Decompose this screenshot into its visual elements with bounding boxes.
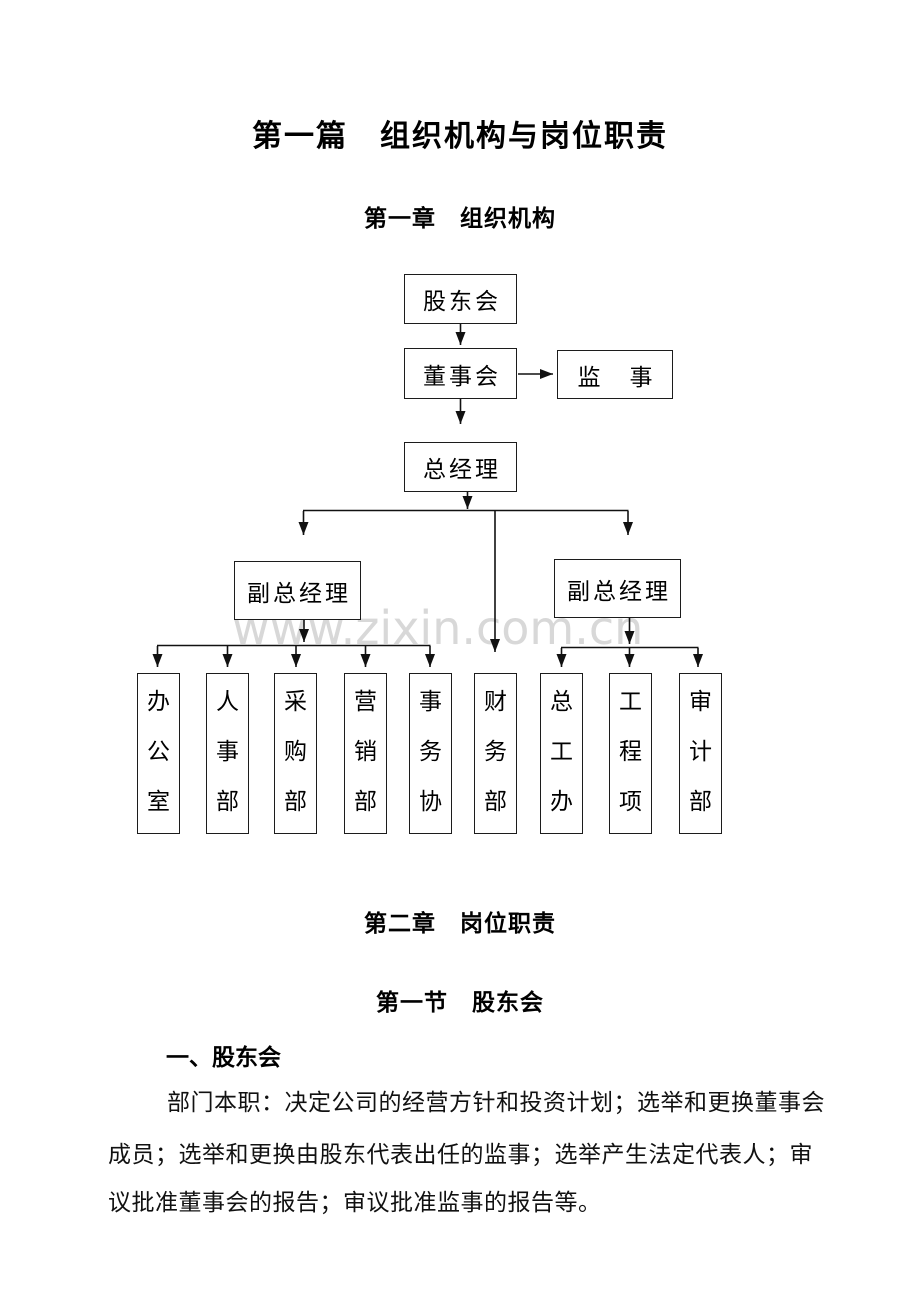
department-box: 办公室 bbox=[137, 673, 180, 834]
body-paragraph-line: 部门本职：决定公司的经营方针和投资计划；选举和更换董事会 bbox=[167, 1090, 825, 1115]
department-box: 总工办 bbox=[540, 673, 583, 834]
section-heading: 第一节 股东会 bbox=[376, 990, 544, 1015]
subsection-heading: 一、股东会 bbox=[166, 1045, 281, 1070]
department-box: 人事部 bbox=[206, 673, 249, 834]
department-box: 财务部 bbox=[474, 673, 517, 834]
page-title: 第一篇 组织机构与岗位职责 bbox=[252, 120, 668, 153]
chapter-heading-2: 第二章 岗位职责 bbox=[364, 911, 556, 936]
department-box: 审计部 bbox=[679, 673, 722, 834]
body-paragraph-line: 成员；选举和更换由股东代表出任的监事；选举产生法定代表人；审 bbox=[108, 1142, 813, 1167]
body-paragraph-line: 议批准董事会的报告；审议批准监事的报告等。 bbox=[108, 1190, 602, 1215]
org-node-vp-right: 副总经理 bbox=[554, 559, 681, 618]
department-box: 工程项 bbox=[609, 673, 652, 834]
org-node-general-manager: 总经理 bbox=[404, 442, 517, 492]
org-node-board: 董事会 bbox=[404, 348, 517, 399]
department-box: 营销部 bbox=[344, 673, 387, 834]
org-node-supervisors: 监 事 bbox=[557, 350, 673, 399]
chapter-heading-1: 第一章 组织机构 bbox=[364, 206, 556, 231]
department-box: 采购部 bbox=[274, 673, 317, 834]
org-node-shareholders: 股东会 bbox=[404, 274, 517, 324]
org-node-vp-left: 副总经理 bbox=[234, 561, 361, 620]
department-box: 事务协 bbox=[409, 673, 452, 834]
